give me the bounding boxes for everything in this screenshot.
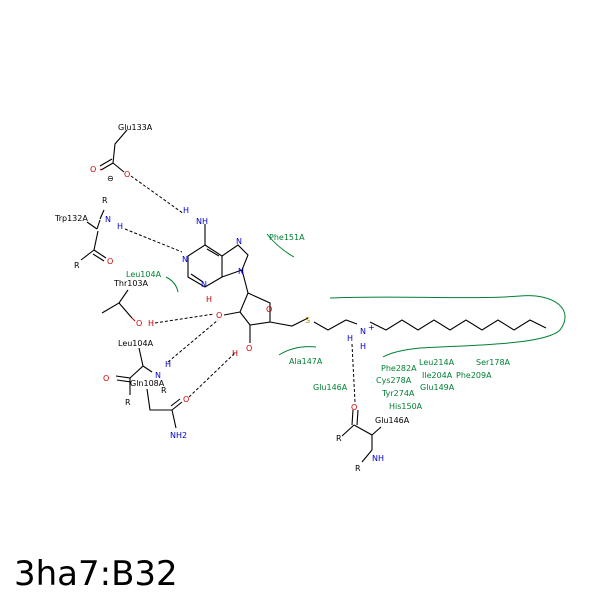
atom-o-trp132: O xyxy=(107,257,113,266)
atom-o3: O xyxy=(246,344,252,353)
hydrophobic-phe282: Phe282A xyxy=(381,364,417,373)
ligand-tail xyxy=(313,319,547,331)
atom-r-glu146b: R xyxy=(355,464,361,473)
atom-h-ammonium-a: H xyxy=(347,334,353,343)
hydrophobic-ile204: Ile204A xyxy=(422,371,453,380)
atom-nh-amine: NH xyxy=(196,217,208,226)
hbond-leu104-o2 xyxy=(167,319,219,363)
arc-phe151 xyxy=(266,233,295,258)
atom-h-trp132: H xyxy=(117,222,123,231)
hydrophobic-ser178: Ser178A xyxy=(476,358,511,367)
hydrophobic-phe151: Phe151A xyxy=(269,233,305,242)
hbond-gln108-o3 xyxy=(188,351,237,398)
hydrophobic-ala147: Ala147A xyxy=(289,357,323,366)
label-trp132: Trp132A xyxy=(54,214,88,223)
label-thr103: Thr103A xyxy=(113,279,149,288)
atom-h-amine: H xyxy=(183,206,189,215)
hbond-thr103-o2 xyxy=(154,313,215,324)
atom-plus: + xyxy=(368,323,375,332)
atom-r-glu146a: R xyxy=(336,434,342,443)
atom-o-gln108: O xyxy=(183,395,189,404)
residue-leu104-backbone xyxy=(115,347,153,395)
atom-h-leu104: H xyxy=(165,360,171,369)
atom-o2: O xyxy=(216,311,222,320)
atom-r-leu104: R xyxy=(125,398,131,407)
atom-n1: N xyxy=(182,255,188,264)
atom-s: S xyxy=(305,316,310,325)
atom-r-trp132b: R xyxy=(74,261,80,270)
atom-o-ring: O xyxy=(266,305,272,314)
atom-r-leu104b: R xyxy=(161,386,167,395)
hydrophobic-leu214: Leu214A xyxy=(419,358,455,367)
label-leu104-backbone: Leu104A xyxy=(118,339,154,348)
hydrophobic-leu104: Leu104A xyxy=(126,270,162,279)
atom-n7: N xyxy=(236,237,242,246)
hbond-glu133-amine xyxy=(130,175,185,215)
atom-nh2-gln108: NH2 xyxy=(170,431,187,440)
residue-trp132 xyxy=(80,209,107,262)
atom-n9: N xyxy=(238,267,244,276)
atom-nh-glu146: NH xyxy=(372,454,384,463)
atom-o-glu133b: O xyxy=(124,170,130,179)
atom-h-ammonium-b: H xyxy=(360,342,366,351)
ligand-ribose xyxy=(223,292,309,343)
atom-o-glu133a: O xyxy=(90,165,96,174)
hydrophobic-glu149: Glu149A xyxy=(420,383,455,392)
label-glu146-bottom: Glu146A xyxy=(375,416,410,425)
atom-r-trp132a: R xyxy=(102,196,108,205)
hydrophobic-cys278: Cys278A xyxy=(376,376,412,385)
atom-n-trp132: N xyxy=(105,215,111,224)
residue-thr103 xyxy=(101,289,136,322)
hydrophobic-glu146: Glu146A xyxy=(313,383,348,392)
residue-glu133 xyxy=(99,129,128,173)
atom-n3: N xyxy=(201,280,207,289)
atom-h-o3: H xyxy=(232,349,238,358)
hydrophobic-tyr274: Tyr274A xyxy=(381,389,415,398)
label-glu133: Glu133A xyxy=(118,123,153,132)
atom-n-ammonium: N xyxy=(360,327,366,336)
atom-o-thr103: O xyxy=(136,319,142,328)
ligand-adenine xyxy=(187,224,249,294)
atom-o-leu104: O xyxy=(103,374,109,383)
hydrophobic-his150: His150A xyxy=(389,402,423,411)
structure-caption: 3ha7:B32 xyxy=(14,554,178,594)
atom-h-thr103: H xyxy=(148,319,154,328)
hydrophobic-phe209: Phe209A xyxy=(456,371,492,380)
arc-large-pocket xyxy=(329,295,566,358)
hbond-trp132-n1 xyxy=(124,228,183,253)
arc-leu104 xyxy=(165,276,179,293)
hbond-glu146-ammonium xyxy=(351,343,356,403)
atom-o-glu146: O xyxy=(351,403,357,412)
residue-glu146 xyxy=(341,409,382,463)
arc-ala147 xyxy=(278,346,317,356)
residue-gln108 xyxy=(146,388,183,429)
atom-h-o2: H xyxy=(206,295,212,304)
label-gln108: Gln108A xyxy=(130,379,165,388)
charge-minus: ⊖ xyxy=(107,174,114,183)
atom-n-leu104: N xyxy=(155,371,161,380)
